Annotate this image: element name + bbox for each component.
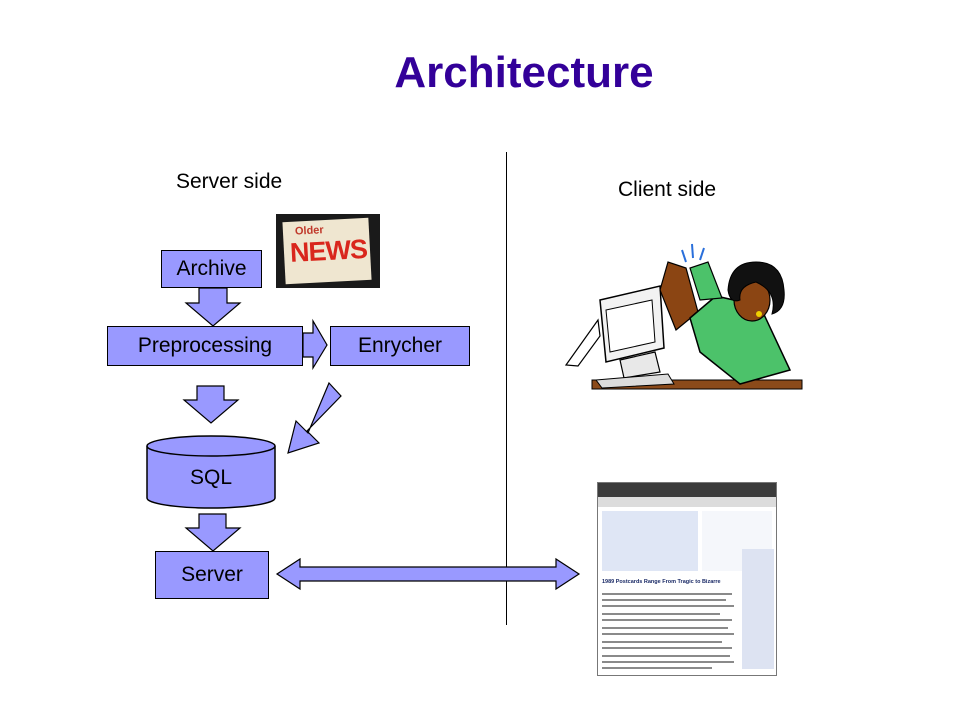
client-computer-illustration [564, 243, 803, 390]
browser-address-bar [598, 497, 776, 507]
search-form-panel [602, 511, 698, 571]
article-body [602, 589, 738, 673]
sql-cylinder [146, 435, 276, 509]
archive-box: Archive [161, 250, 262, 288]
news-word-text: NEWS [289, 233, 368, 268]
divider-line [506, 152, 507, 625]
client-side-label: Client side [618, 178, 717, 201]
arrow-archive-to-preprocessing [184, 287, 242, 327]
arrow-preprocessing-to-enrycher [302, 318, 328, 371]
page-title: Architecture [394, 48, 654, 97]
arrow-sql-to-server [184, 513, 242, 552]
preprocessing-box: Preprocessing [107, 326, 303, 366]
arrow-enrycher-to-sql [287, 381, 342, 454]
sql-label: SQL [189, 466, 233, 489]
arrow-preprocessing-to-sql [182, 385, 240, 424]
browser-title-bar [598, 483, 776, 497]
newspaper-icon: Older NEWS [282, 217, 372, 285]
sidebar-panel [742, 549, 774, 669]
server-box: Server [155, 551, 269, 599]
article-headline: 1989 Postcards Range From Tragic to Biza… [602, 579, 721, 585]
older-news-image: Older NEWS [276, 214, 380, 288]
client-browser-screenshot: 1989 Postcards Range From Tragic to Biza… [597, 482, 777, 676]
enrycher-box: Enrycher [330, 326, 470, 366]
server-side-label: Server side [176, 170, 283, 193]
arrow-server-to-client [275, 557, 581, 591]
